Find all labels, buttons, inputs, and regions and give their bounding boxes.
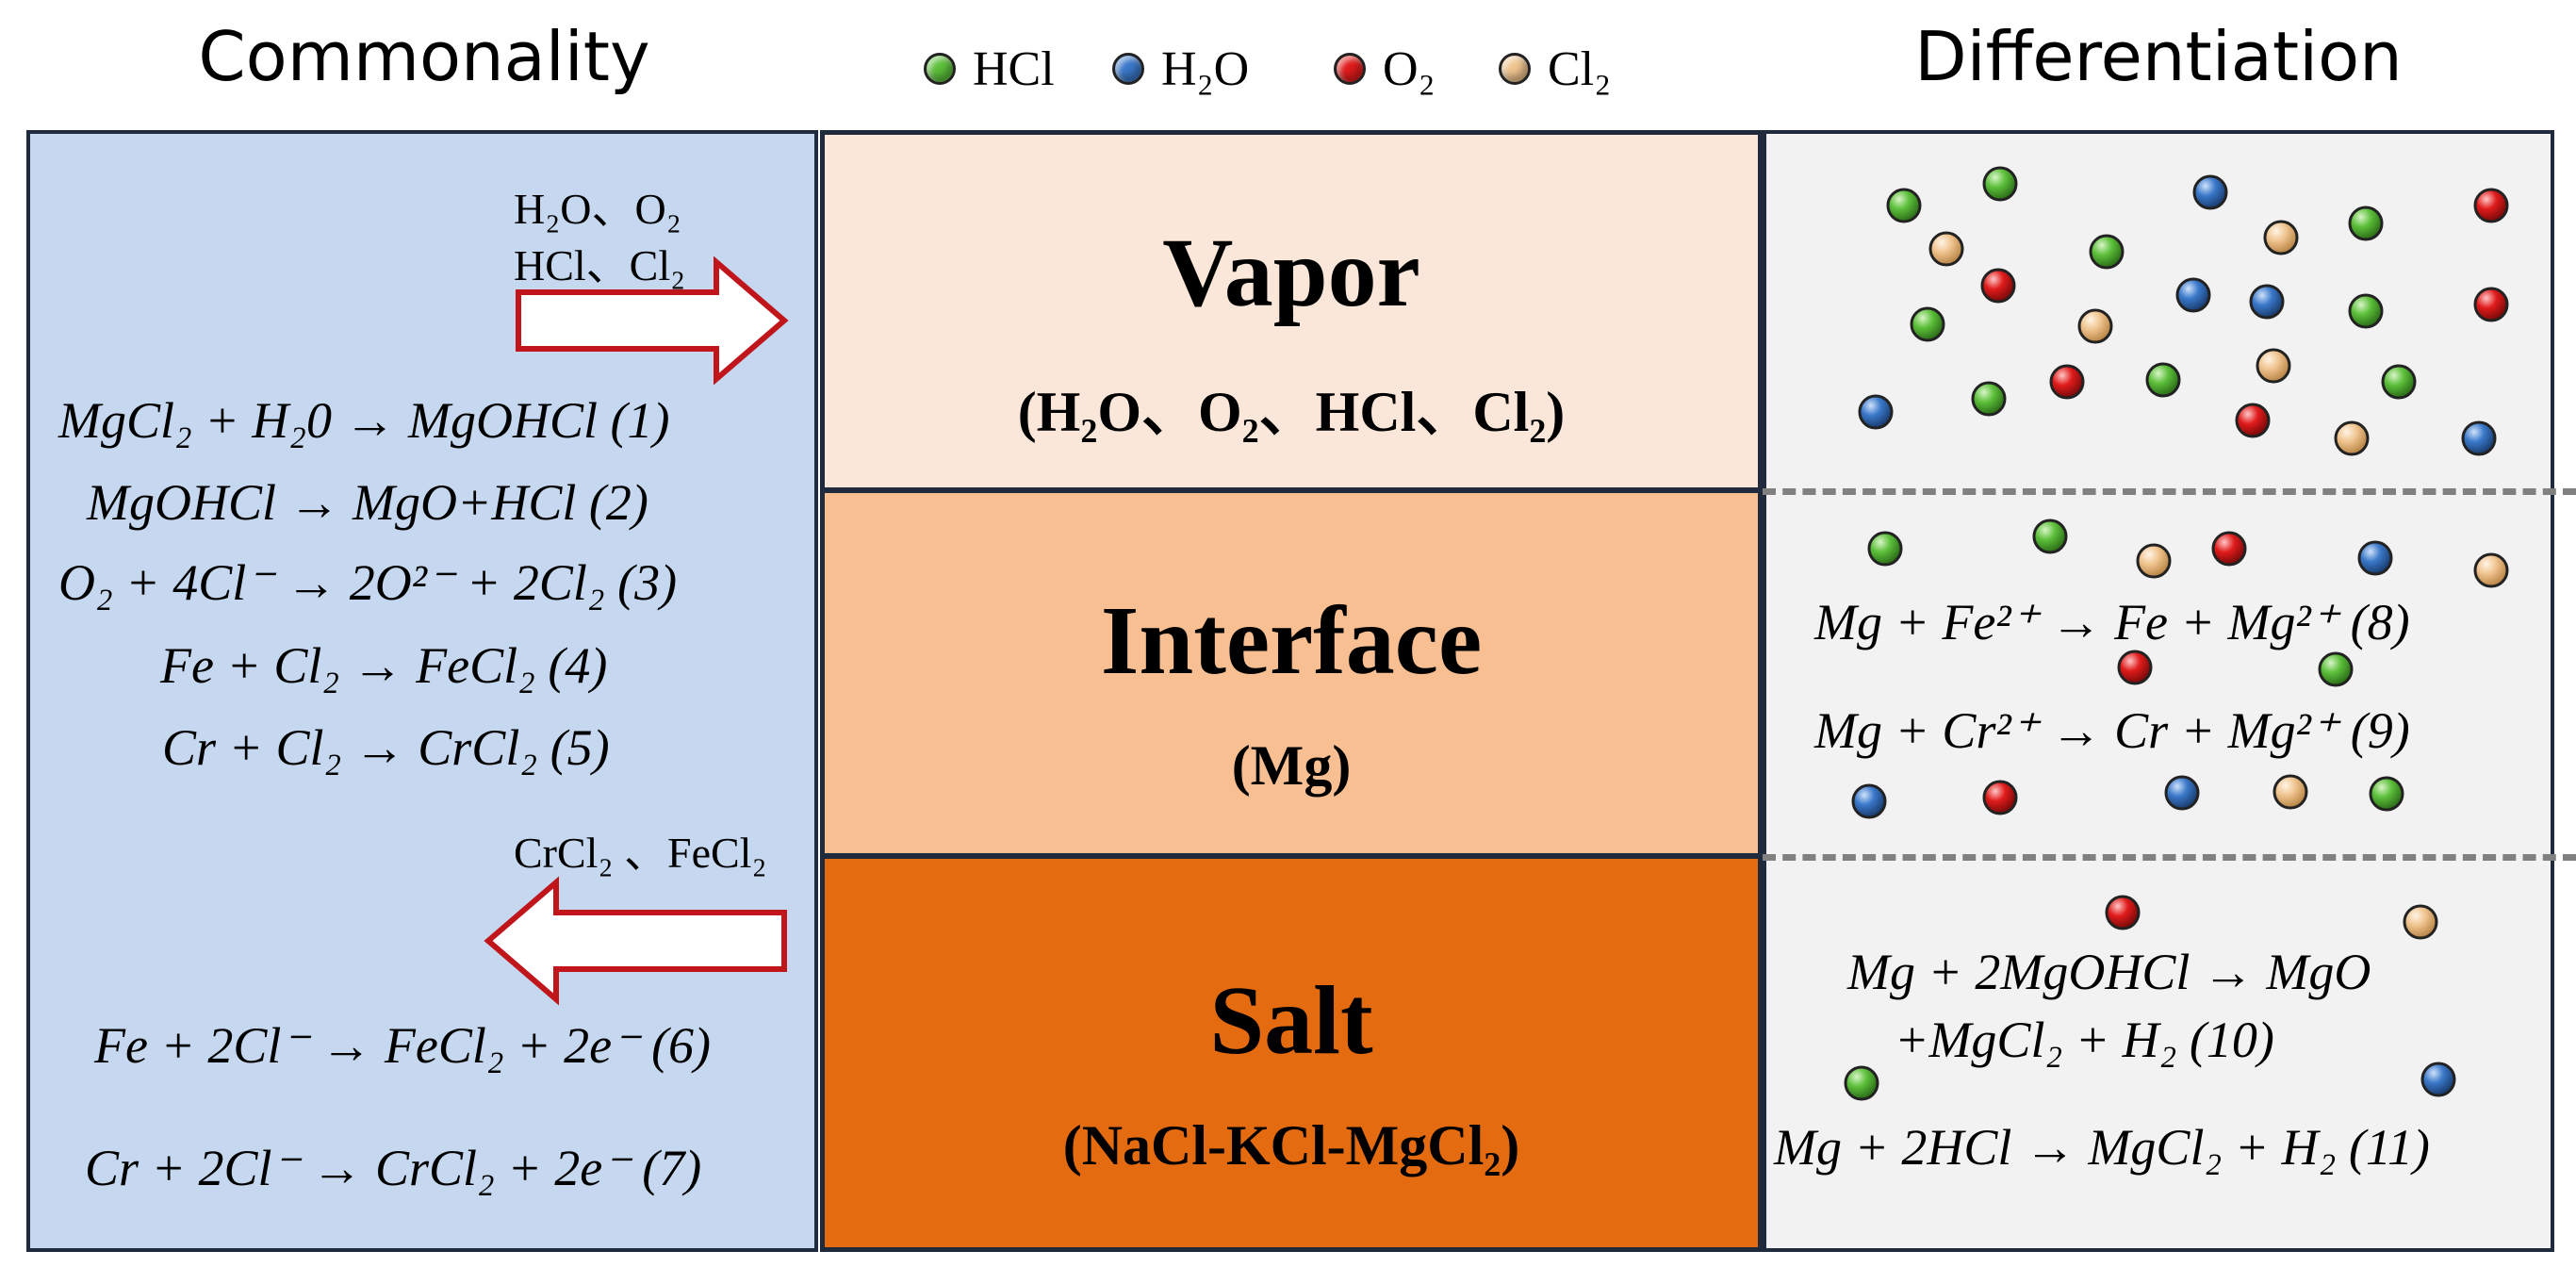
differentiation-heading: Differentiation (1914, 17, 2403, 96)
equation-2: MgOHCl → MgO+HCl (2) (87, 474, 648, 531)
salt-title: Salt (1209, 966, 1373, 1075)
interface-title: Interface (1100, 586, 1483, 695)
vapor-subtitle: (H₂O、O₂、HCl、Cl₂) (1017, 381, 1566, 443)
legend-label-cl2: Cl₂ (1548, 41, 1612, 96)
equation-6: Fe + 2Cl⁻ → FeCl₂ + 2e⁻ (6) (94, 1017, 712, 1074)
dashed-divider-upper (1763, 488, 2576, 495)
equation-1: MgCl₂ + H₂0 → MgOHCl (1) (58, 392, 670, 449)
equation-5: Cr + Cl₂ → CrCl₂ (5) (162, 719, 610, 776)
differentiation-panel (1763, 130, 2554, 1252)
interface-layer: Interface (Mg) (820, 488, 1763, 858)
commonality-heading: Commonality (198, 17, 650, 96)
equation-9: Mg + Cr²⁺ → Cr + Mg²⁺ (9) (1814, 702, 2410, 759)
equation-8: Mg + Fe²⁺ → Fe + Mg²⁺ (8) (1814, 594, 2410, 650)
salt-subtitle: (NaCl-KCl-MgCl₂) (1062, 1114, 1520, 1177)
legend-item-cl2: Cl₂ (1499, 36, 1611, 102)
equation-10-line-1: Mg + 2MgOHCl → MgO (1847, 944, 2371, 1000)
equation-11: Mg + 2HCl → MgCl₂ + H₂ (11) (1774, 1119, 2430, 1176)
legend: HCl H₂O O₂ Cl₂ (914, 36, 1668, 102)
legend-item-hcl: HCl (924, 36, 1055, 102)
dashed-divider-lower (1763, 854, 2576, 861)
hcl-dot-icon (924, 53, 956, 85)
legend-label-o2: O₂ (1383, 41, 1436, 96)
h2o-dot-icon (1112, 53, 1144, 85)
legend-item-h2o: H₂O (1112, 36, 1249, 102)
vapor-title: Vapor (1162, 219, 1420, 327)
cl2-dot-icon (1499, 53, 1531, 85)
arrow-in-label-1: H₂O、O₂ (514, 185, 681, 233)
legend-item-o2: O₂ (1334, 36, 1436, 102)
equation-10-line-2: +MgCl₂ + H₂ (10) (1895, 1012, 2274, 1068)
salt-layer: Salt (NaCl-KCl-MgCl₂) (820, 854, 1763, 1252)
equation-7: Cr + 2Cl⁻ → CrCl₂ + 2e⁻ (7) (85, 1140, 702, 1196)
arrow-out-label: CrCl₂ 、FeCl₂ (514, 829, 767, 877)
legend-label-hcl: HCl (973, 41, 1055, 96)
legend-label-h2o: H₂O (1161, 41, 1250, 96)
o2-dot-icon (1334, 53, 1366, 85)
vapor-layer: Vapor (H₂O、O₂、HCl、Cl₂) (820, 130, 1763, 492)
arrow-in-label-2: HCl、Cl₂ (514, 241, 686, 289)
equation-4: Fe + Cl₂ → FeCl₂ (4) (160, 637, 608, 694)
interface-subtitle: (Mg) (1231, 734, 1352, 797)
equation-3: O₂ + 4Cl⁻ → 2O²⁻ + 2Cl₂ (3) (58, 554, 678, 611)
